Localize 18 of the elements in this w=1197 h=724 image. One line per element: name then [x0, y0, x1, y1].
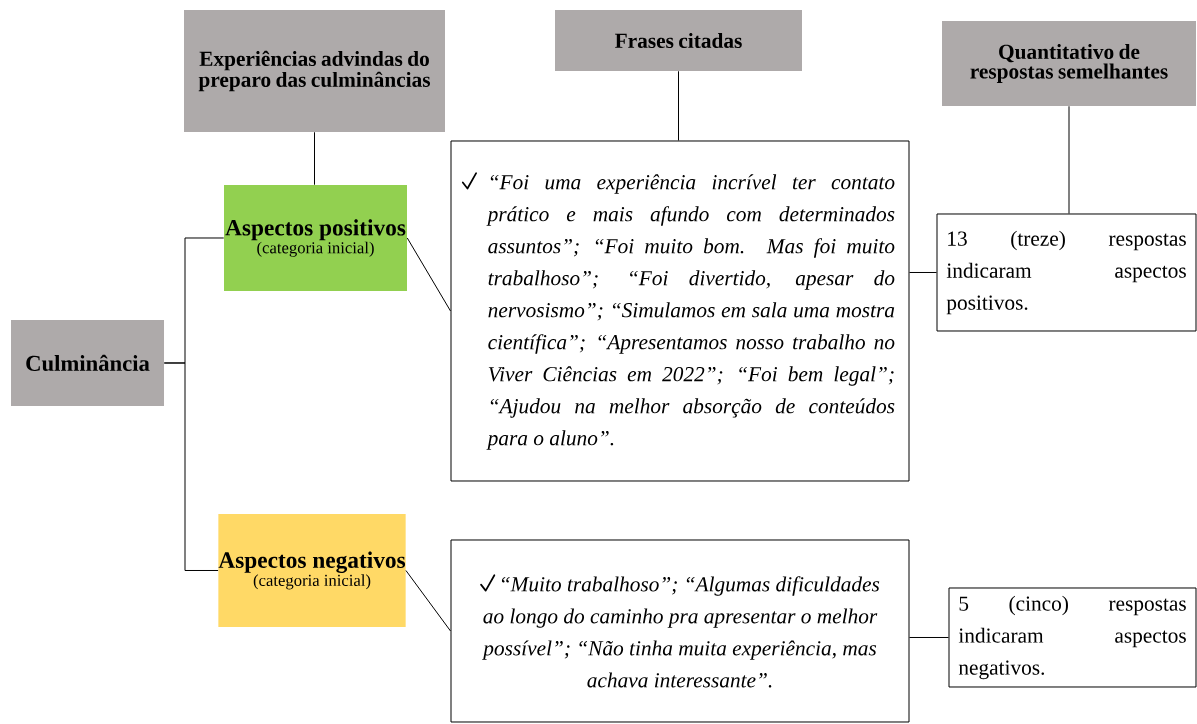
connector-line: [314, 131, 315, 186]
connector-line: [1068, 105, 1070, 214]
quote-box: “Muito trabalhoso”; “Algumas dificuldades ao longo do caminho pra apresentar o melhor possível”; “Não tinha muita experiência, mas achava interessante”.: [450, 539, 910, 723]
root-box: Culminância: [11, 320, 164, 406]
connector-line: [678, 70, 679, 141]
category-box: Aspectos negativos (categoria inicial): [218, 514, 406, 627]
category-box: Aspectos positivos (categoria inicial): [224, 185, 407, 291]
header-box: Experiências advindas do preparo das culminâncias: [184, 10, 445, 132]
quote-box: “Foi uma experiência incrível ter contato prático e mais afundo com determinados assuntos”; “Foi muito bom. Mas foi muito trabalhoso”; “Foi divertido, apesar do nervosismo”; “Simulamos em sala uma mostra científica”; “Apresentamos nosso trabalho no Viver Ciências em 2022”; “Foi bem legal”; “Ajudou na melhor absorção de conteúdos para o aluno”.: [450, 140, 910, 482]
connector-line: [163, 362, 219, 571]
count-box: 13 (treze) respostas indicaram aspectos positivos.: [936, 213, 1197, 332]
connector-line: [909, 272, 937, 273]
connector-line: [909, 637, 949, 638]
header-box: Quantitativo de respostas semelhantes: [942, 21, 1196, 106]
connector-line: [405, 570, 451, 632]
header-box: Frases citadas: [555, 10, 802, 71]
connector-line: [406, 237, 451, 312]
count-box: 5 (cinco) respostas indicaram aspectos negativos.: [948, 587, 1197, 688]
